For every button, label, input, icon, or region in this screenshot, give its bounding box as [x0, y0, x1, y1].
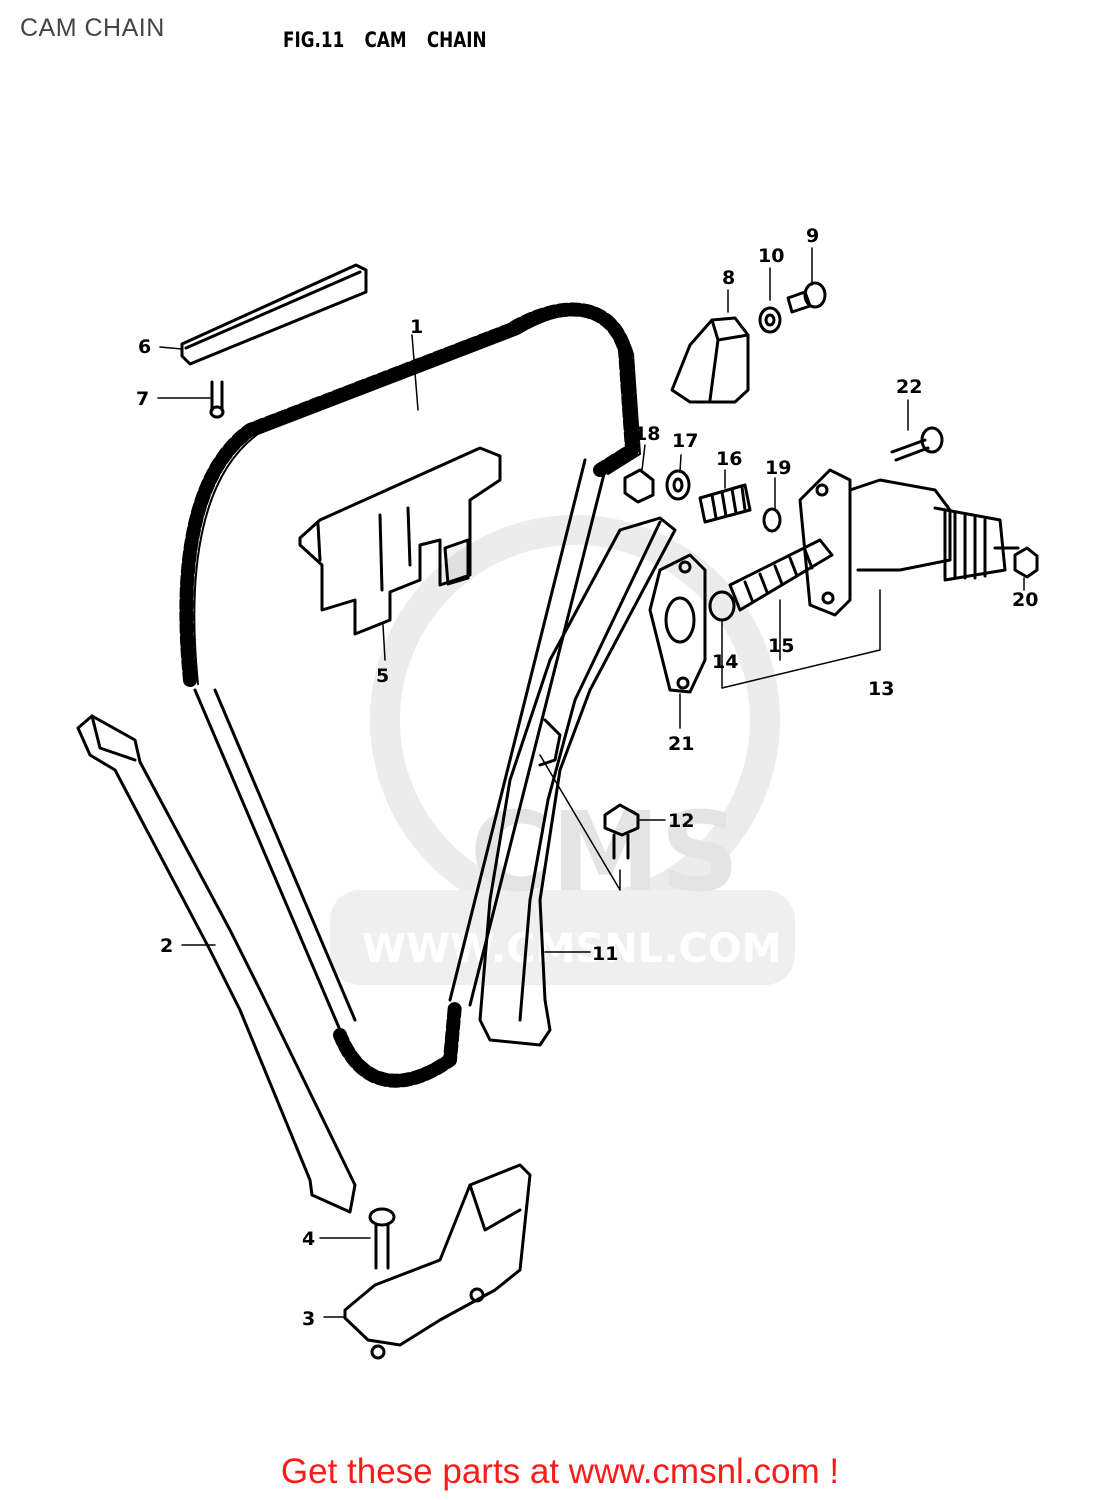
part-3-lower-bracket [343, 1163, 532, 1360]
callout-1: 1 [410, 316, 423, 338]
part-9-screw [786, 281, 827, 314]
callout-6: 6 [138, 336, 151, 358]
part-11-tensioner-arm [478, 516, 677, 1047]
callout-2: 2 [160, 935, 173, 957]
callout-labels: 1 2 3 4 5 6 7 8 9 10 11 12 13 14 15 16 1… [136, 225, 1038, 1330]
part-5-chain-guide [298, 446, 502, 636]
part-10-washer [758, 306, 782, 334]
part-14-plunger-tip [708, 590, 736, 622]
part-4-bolt [368, 1207, 396, 1270]
footer-text[interactable]: Get these parts at www.cmsnl.com ! [280, 1452, 840, 1491]
callout-10: 10 [758, 245, 784, 267]
figure-title: FIG.11 CAM CHAIN [283, 28, 487, 52]
callout-15: 15 [768, 635, 794, 657]
part-6-upper-guide [180, 263, 368, 366]
watermark-url: WWW.CMSNL.COM [362, 926, 782, 972]
part-12-bolt [603, 803, 640, 860]
leader-lines [157, 247, 1025, 1318]
part-20-nut [1013, 546, 1039, 579]
part-16-spring [698, 483, 752, 524]
callout-11: 11 [592, 943, 618, 965]
part-15-push-rod [728, 538, 834, 612]
part-7-pin [209, 380, 225, 419]
callout-3: 3 [302, 1308, 315, 1330]
part-18-nut [623, 468, 655, 504]
callout-19: 19 [765, 457, 791, 479]
callout-5: 5 [376, 665, 389, 687]
callout-7: 7 [136, 388, 149, 410]
part-21-gasket [648, 553, 707, 694]
part-22-bolt [890, 426, 944, 462]
callout-8: 8 [722, 267, 735, 289]
callout-9: 9 [806, 225, 819, 247]
callout-21: 21 [668, 733, 694, 755]
watermark-brand: CMS [470, 788, 739, 916]
callout-22: 22 [896, 376, 922, 398]
callout-12: 12 [668, 810, 694, 832]
watermark: CMS WWW.CMSNL.COM [330, 515, 795, 985]
part-13-tensioner-assembly [798, 468, 1020, 617]
callout-17: 17 [672, 430, 698, 452]
part-19-o-ring [762, 507, 782, 533]
part-17-washer [665, 469, 691, 501]
part-8-damper [670, 316, 750, 404]
part-1-cam-chain [179, 302, 641, 1088]
page-header-title: CAM CHAIN [20, 14, 165, 42]
callout-20: 20 [1012, 589, 1038, 611]
callout-18: 18 [634, 423, 660, 445]
footer-link-text[interactable]: Get these parts at www.cmsnl.com ! [0, 1452, 1120, 1492]
callout-4: 4 [302, 1228, 315, 1250]
callout-14: 14 [712, 651, 738, 673]
callout-16: 16 [716, 448, 742, 470]
callout-13: 13 [868, 678, 894, 700]
part-2-tensioner-guide-left [76, 714, 357, 1214]
